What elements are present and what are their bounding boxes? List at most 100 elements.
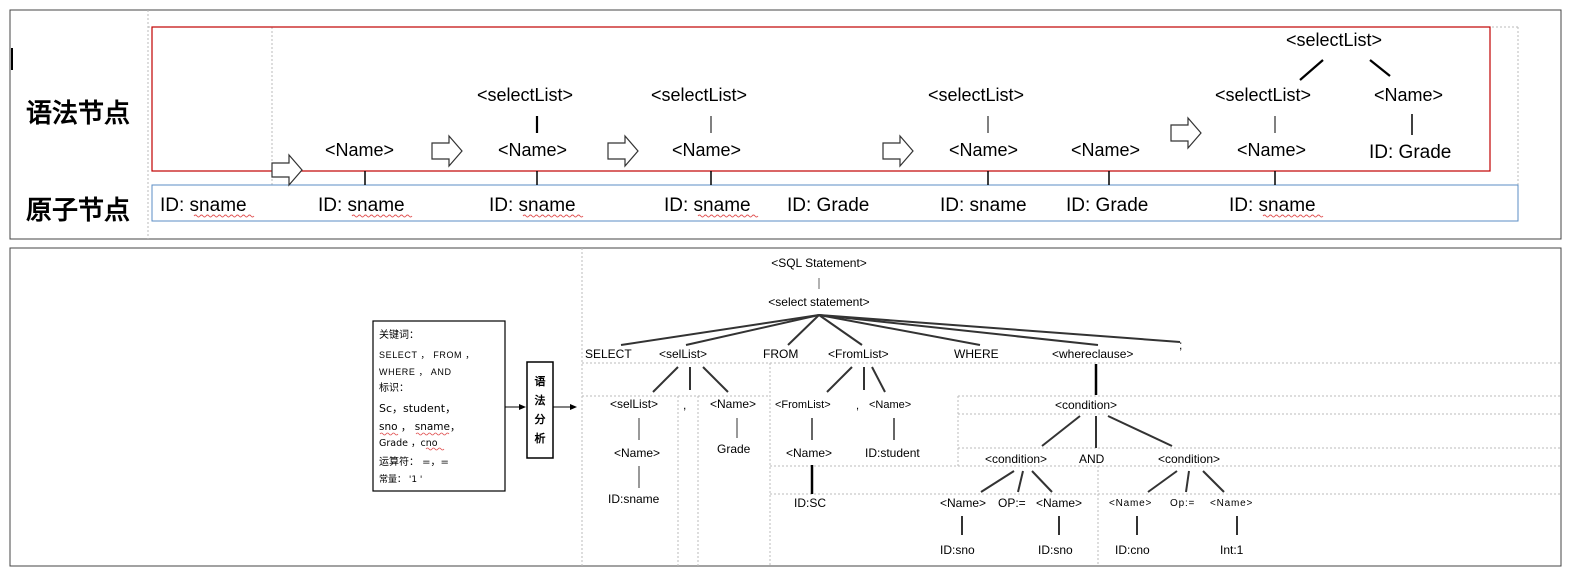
atom-8: ID: sname [1229,195,1316,216]
name-node-step4b: <Name> [1071,140,1140,160]
and-keyword: AND [1079,452,1105,466]
selectlist-node-step3: <selectList> [651,85,747,105]
atom-node-label: 原子节点 [26,195,130,226]
selectlist-node-step4: <selectList> [928,85,1024,105]
selectlist-node-step5: <selectList> [1215,85,1311,105]
name-node-step4a: <Name> [949,140,1018,160]
cond-left-name-1: <Name> [940,496,986,510]
identifiers-line-2: sno ， sname， [379,421,460,433]
from-keyword: FROM [763,347,798,361]
tree-guides [581,248,1561,566]
condition-edges [1041,415,1173,448]
squiggle-1 [193,214,255,218]
syntax-node-label: 语法节点 [26,98,130,129]
parser-char-1: 语 [535,374,546,388]
name-node-step5a: <Name> [1374,85,1443,105]
squiggle-2 [351,214,413,218]
name-node-step1: <Name> [325,140,394,160]
keywords-line-2: WHERE ， AND [379,367,452,377]
token-spellcheck [379,432,450,451]
id-sno-token-1: ID:sno [940,543,975,557]
id-grade-node-step5: ID: Grade [1369,142,1451,163]
parser-char-2: 法 [535,393,546,407]
arrow-right-icon-3 [607,134,639,168]
atom-node-box [151,184,1519,222]
edge-step5-left [1299,59,1324,81]
cond-left-name-2: <Name> [1036,496,1082,510]
edge-step5-right [1369,59,1391,77]
id-student-token: ID:student [865,446,920,460]
sellist-node: <selList> [659,347,707,361]
condition-left-node: <condition> [985,452,1047,466]
fromlist-child-node: <FromList> [775,399,831,411]
squiggle-sno [379,432,399,436]
squiggle-5 [1262,214,1324,218]
id-cno-token: ID:cno [1115,543,1150,557]
fromlist-inner-name-node: <Name> [786,446,832,460]
operators-line: 运算符： =，= [379,455,449,468]
fromlist-name-node: <Name> [869,399,911,411]
sellist-child-node: <selList> [610,397,658,411]
whereclause-node: <whereclause> [1052,347,1133,361]
atom-4: ID: sname [664,195,751,216]
fromlist-edges [826,366,886,393]
spellcheck-underlines [193,214,1324,218]
atom-5: ID: Grade [787,195,869,216]
tree-select-statement: <select statement> [768,295,869,309]
bottom-panel: 关键词： SELECT ， FROM ， WHERE ， AND 标识： Sc，… [9,247,1562,567]
atom-6: ID: sname [940,195,1027,216]
name-node-step5b: <Name> [1237,140,1306,160]
arrow-right-icon-2 [431,134,463,168]
tree-root-sql-statement: <SQL Statement> [771,256,867,270]
squiggle-3 [522,214,584,218]
identifiers-line-3: Grade ，cno [379,438,438,449]
select-statement-edges [620,314,1181,346]
squiggle-4 [697,214,759,218]
top-panel-border [9,9,1562,240]
selectlist-root-step5: <selectList> [1286,30,1382,50]
cond-right-name-1: <Name> [1109,498,1152,509]
arrow-head-1 [519,404,526,410]
keywords-title: 关键词： [379,328,419,341]
sellist-comma: , [683,398,686,412]
where-keyword: WHERE [954,347,999,361]
id-sc-token: ID:SC [794,496,826,510]
parser-char-4: 析 [535,431,546,445]
syntax-node-box [151,26,1491,172]
arrow-right-icon-4 [882,134,914,168]
step-arrows [271,116,1202,187]
squiggle-cno [425,447,445,451]
name-node-step2: <Name> [498,140,567,160]
cond-right-name-2: <Name> [1210,498,1253,509]
op-eq-left: OP:= [998,496,1026,510]
name-node-step3: <Name> [672,140,741,160]
arrow-head-2 [570,404,577,410]
left-condition-edges [980,470,1053,493]
arrow-right-icon-1 [271,153,303,187]
int1-token: Int:1 [1220,543,1244,557]
sellist-name-node: <Name> [710,397,756,411]
arrow-right-icon-5 [1170,116,1202,150]
semicolon-token: ; [1179,338,1182,352]
parser-box [526,361,554,459]
condition-node: <condition> [1055,398,1117,412]
selectlist-node-step2: <selectList> [477,85,573,105]
top-panel: 语法节点 原子节点 ID: sname ID: sname ID: sname … [9,9,1562,240]
keywords-line-1: SELECT ， FROM ， [379,350,475,360]
bottom-panel-border [9,247,1562,567]
select-keyword: SELECT [585,347,632,361]
sellist-inner-name-node: <Name> [614,446,660,460]
identifiers-title: 标识： [379,382,409,394]
sellist-edges [652,366,729,393]
identifiers-line-1: Sc，student， [379,402,456,415]
right-condition-edges [1147,470,1225,493]
constants-line: 常量： '1 ' [379,473,422,485]
fromlist-comma: , [856,400,859,412]
parser-char-3: 分 [535,412,546,426]
id-sno-token-2: ID:sno [1038,543,1073,557]
atom-7: ID: Grade [1066,195,1148,216]
op-eq-right: Op:= [1170,498,1195,509]
grade-token: Grade [717,442,751,456]
condition-right-node: <condition> [1158,452,1220,466]
